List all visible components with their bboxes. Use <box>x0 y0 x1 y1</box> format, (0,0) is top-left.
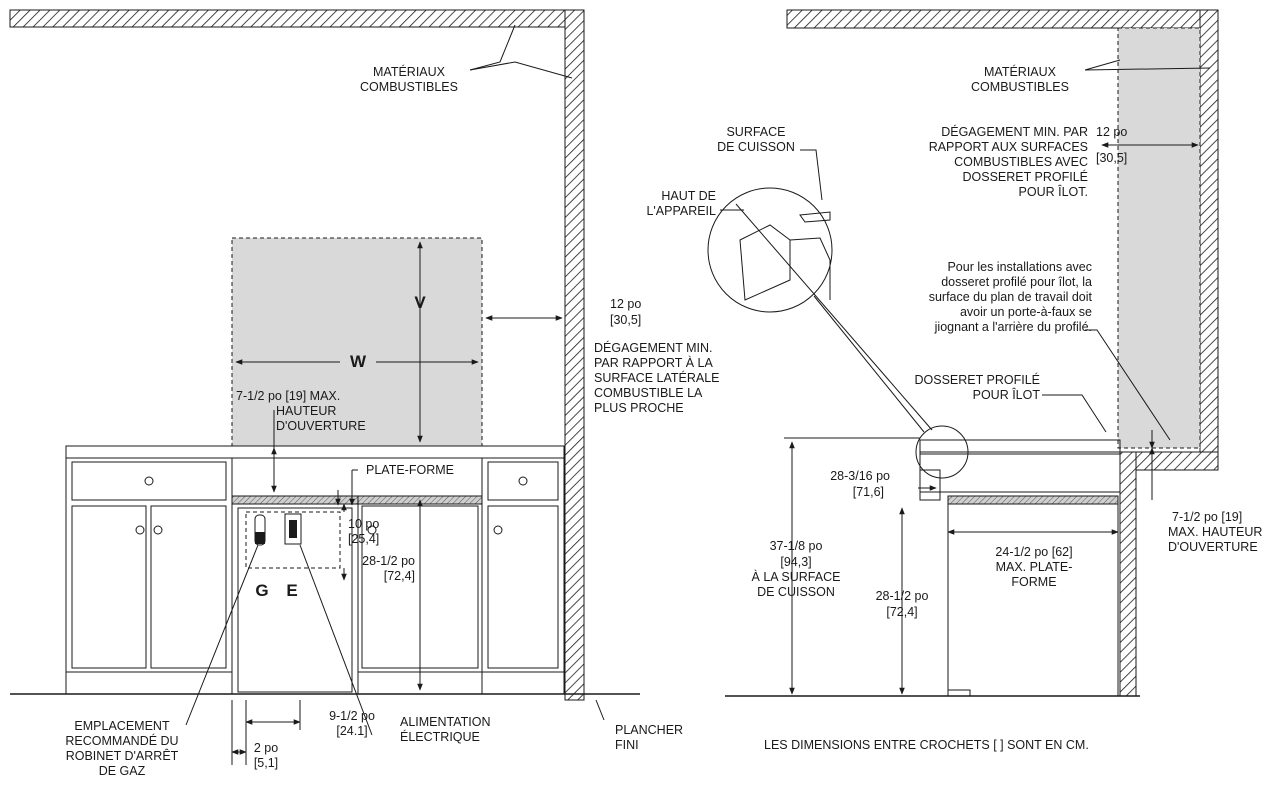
box-height-label: 10 po[25,4] <box>348 517 379 546</box>
dim-28-1-2-right: 28-1/2 po[72,4] <box>876 589 929 619</box>
gas-letter: G <box>255 581 268 600</box>
counter-height-left: 28-1/2 po[72,4] <box>362 554 415 583</box>
rear-clearance-value: 12 po[30,5] <box>1096 125 1127 165</box>
gas-valve-icon <box>254 514 266 546</box>
height-v-label: V <box>414 293 426 312</box>
platform-label: PLATE-FORME <box>366 463 454 477</box>
outlet-icon <box>284 513 302 545</box>
width-w-label: W <box>350 352 367 371</box>
utility-box <box>245 511 341 569</box>
offset-2-label: 2 po[5,1] <box>254 741 278 770</box>
left-cabinet <box>65 457 233 695</box>
dim-28-3-16: 28-3/16 po[71,6] <box>830 469 890 499</box>
ceiling-hatch <box>9 9 585 28</box>
front-view <box>9 9 640 765</box>
side-wall-hatch <box>564 9 585 701</box>
right-cabinet <box>481 457 565 695</box>
side-view <box>707 9 1219 697</box>
backsplash-band <box>65 445 565 459</box>
electric-letter: E <box>286 581 297 600</box>
footnote: LES DIMENSIONS ENTRE CROCHETS [ ] SONT E… <box>764 738 1089 752</box>
offset-9-label: 9-1/2 po[24.1] <box>329 709 375 738</box>
dim-24-1-2: 24-1/2 po [62]MAX. PLATE-FORME <box>995 545 1072 589</box>
clearance-zone <box>231 237 483 447</box>
side-clearance-value: 12 po[30,5] <box>610 297 641 327</box>
